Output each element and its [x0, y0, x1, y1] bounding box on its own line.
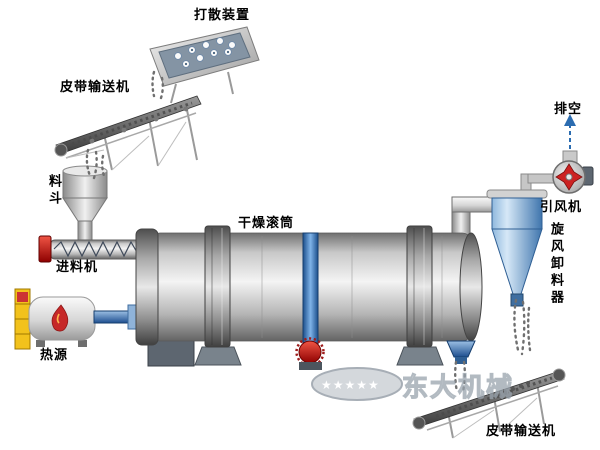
- screw-icon: [53, 240, 139, 258]
- hot-air-pipe: [93, 304, 138, 330]
- drying-drum: [135, 225, 483, 370]
- watermark-stars: ★★★★★: [321, 378, 380, 392]
- label-belt-conveyor-top: 皮带输送机: [60, 79, 131, 94]
- feeder-motor-cap: [38, 235, 52, 263]
- scatter-balls: [174, 37, 236, 68]
- watermark: ★★★★★ 东大机械: [311, 367, 514, 403]
- drive-gear-icon: [298, 340, 322, 364]
- watermark-text: 东大机械: [402, 372, 514, 402]
- drum-inlet-head: [135, 228, 159, 346]
- drive-band: [302, 232, 319, 346]
- drum-outlet-head: [459, 232, 483, 342]
- cyclone-discharger: [486, 173, 557, 307]
- scatter-device: [149, 26, 260, 104]
- label-induced-draft-fan: 引风机: [540, 199, 583, 214]
- exhaust-arrow: [564, 114, 576, 149]
- heat-source: [14, 288, 96, 350]
- belt-pulley: [54, 143, 68, 157]
- falling-material: [85, 70, 532, 394]
- induced-draft-fan: [552, 150, 594, 194]
- label-scatter-device: 打散装置: [194, 7, 251, 22]
- belt-pulley: [412, 416, 426, 430]
- belt-conveyor-top: [54, 95, 202, 171]
- label-heat-source: 热源: [40, 347, 69, 362]
- roller-base-right: [396, 346, 444, 366]
- label-feeder: 进料机: [56, 259, 99, 274]
- riding-ring-right: [406, 225, 433, 348]
- belt-pulley: [552, 368, 566, 382]
- discharge-hopper: [446, 340, 476, 364]
- screw-feeder: [38, 235, 143, 263]
- label-hopper: 料斗: [46, 174, 62, 208]
- label-belt-conveyor-bottom: 皮带输送机: [486, 423, 557, 438]
- roller-base-left: [194, 346, 242, 366]
- flame-icon: [51, 304, 69, 332]
- arrow-up-icon: [564, 114, 576, 126]
- feed-hopper: [62, 165, 108, 242]
- belt-conveyor-bottom: [412, 368, 566, 439]
- label-drying-drum: 干燥滚筒: [238, 215, 295, 230]
- label-exhaust: 排空: [554, 101, 583, 116]
- riding-ring-left: [204, 225, 231, 348]
- label-cyclone: 旋风卸料器: [548, 222, 564, 307]
- material-on-belt: [435, 376, 553, 418]
